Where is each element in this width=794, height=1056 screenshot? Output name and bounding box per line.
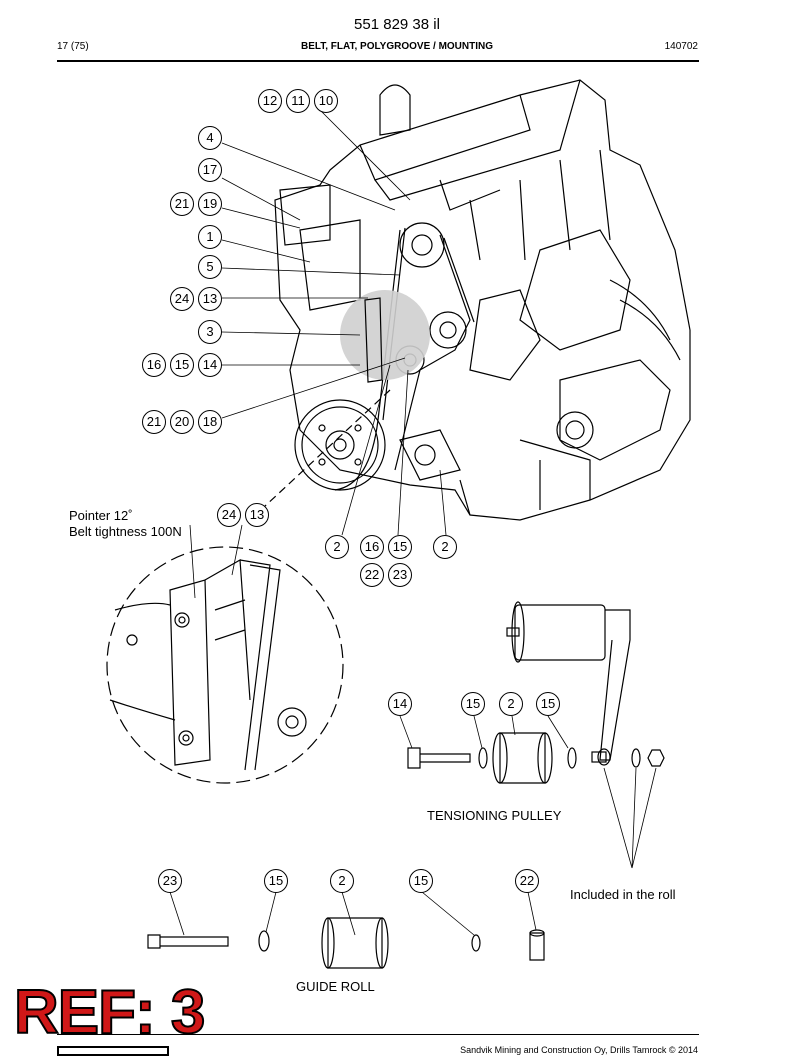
page-number: 17 (75) bbox=[57, 41, 89, 52]
callout-19: 19 bbox=[198, 192, 222, 216]
callout-24: 24 bbox=[217, 503, 241, 527]
callout-15: 15 bbox=[388, 535, 412, 559]
callout-2: 2 bbox=[330, 869, 354, 893]
pointer-note: Pointer 12˚ bbox=[69, 508, 133, 523]
callout-15: 15 bbox=[409, 869, 433, 893]
callout-23: 23 bbox=[388, 563, 412, 587]
guide-roll-label: GUIDE ROLL bbox=[296, 979, 375, 994]
footer-rule bbox=[57, 1034, 699, 1035]
callout-14: 14 bbox=[388, 692, 412, 716]
callout-10: 10 bbox=[314, 89, 338, 113]
callout-22: 22 bbox=[360, 563, 384, 587]
engine-block bbox=[274, 79, 691, 521]
callout-12: 12 bbox=[258, 89, 282, 113]
callout-15: 15 bbox=[170, 353, 194, 377]
callout-15: 15 bbox=[264, 869, 288, 893]
callout-11: 11 bbox=[286, 89, 310, 113]
page-title: BELT, FLAT, POLYGROOVE / MOUNTING bbox=[300, 41, 494, 52]
callout-15: 15 bbox=[536, 692, 560, 716]
callout-18: 18 bbox=[198, 410, 222, 434]
footer-logo bbox=[57, 1046, 169, 1056]
callout-13: 13 bbox=[198, 287, 222, 311]
tensioning-pulley-label: TENSIONING PULLEY bbox=[427, 808, 562, 823]
belt-tightness-note: Belt tightness 100N bbox=[69, 524, 182, 539]
callout-23: 23 bbox=[158, 869, 182, 893]
callout-15: 15 bbox=[461, 692, 485, 716]
header-rule bbox=[57, 60, 699, 62]
detail-view bbox=[106, 546, 344, 784]
callout-16: 16 bbox=[360, 535, 384, 559]
callout-13: 13 bbox=[245, 503, 269, 527]
callout-2: 2 bbox=[325, 535, 349, 559]
callout-2: 2 bbox=[433, 535, 457, 559]
footer-copyright: Sandvik Mining and Construction Oy, Dril… bbox=[460, 1045, 698, 1055]
poly-v-belt bbox=[334, 229, 471, 491]
document-number: 551 829 38 il bbox=[354, 16, 440, 33]
callout-22: 22 bbox=[515, 869, 539, 893]
crankshaft-pulley bbox=[294, 399, 386, 491]
callout-14: 14 bbox=[198, 353, 222, 377]
callout-16: 16 bbox=[142, 353, 166, 377]
callout-17: 17 bbox=[198, 158, 222, 182]
document-code: 140702 bbox=[664, 41, 698, 52]
callout-20: 20 bbox=[170, 410, 194, 434]
callout-4: 4 bbox=[198, 126, 222, 150]
callout-21: 21 bbox=[170, 192, 194, 216]
ref-stamp: REF: 3 bbox=[13, 978, 206, 1047]
callout-5: 5 bbox=[198, 255, 222, 279]
callout-21: 21 bbox=[142, 410, 166, 434]
callout-1: 1 bbox=[198, 225, 222, 249]
callout-24: 24 bbox=[170, 287, 194, 311]
callout-3: 3 bbox=[198, 320, 222, 344]
callout-2: 2 bbox=[499, 692, 523, 716]
included-in-roll-note: Included in the roll bbox=[570, 887, 676, 902]
